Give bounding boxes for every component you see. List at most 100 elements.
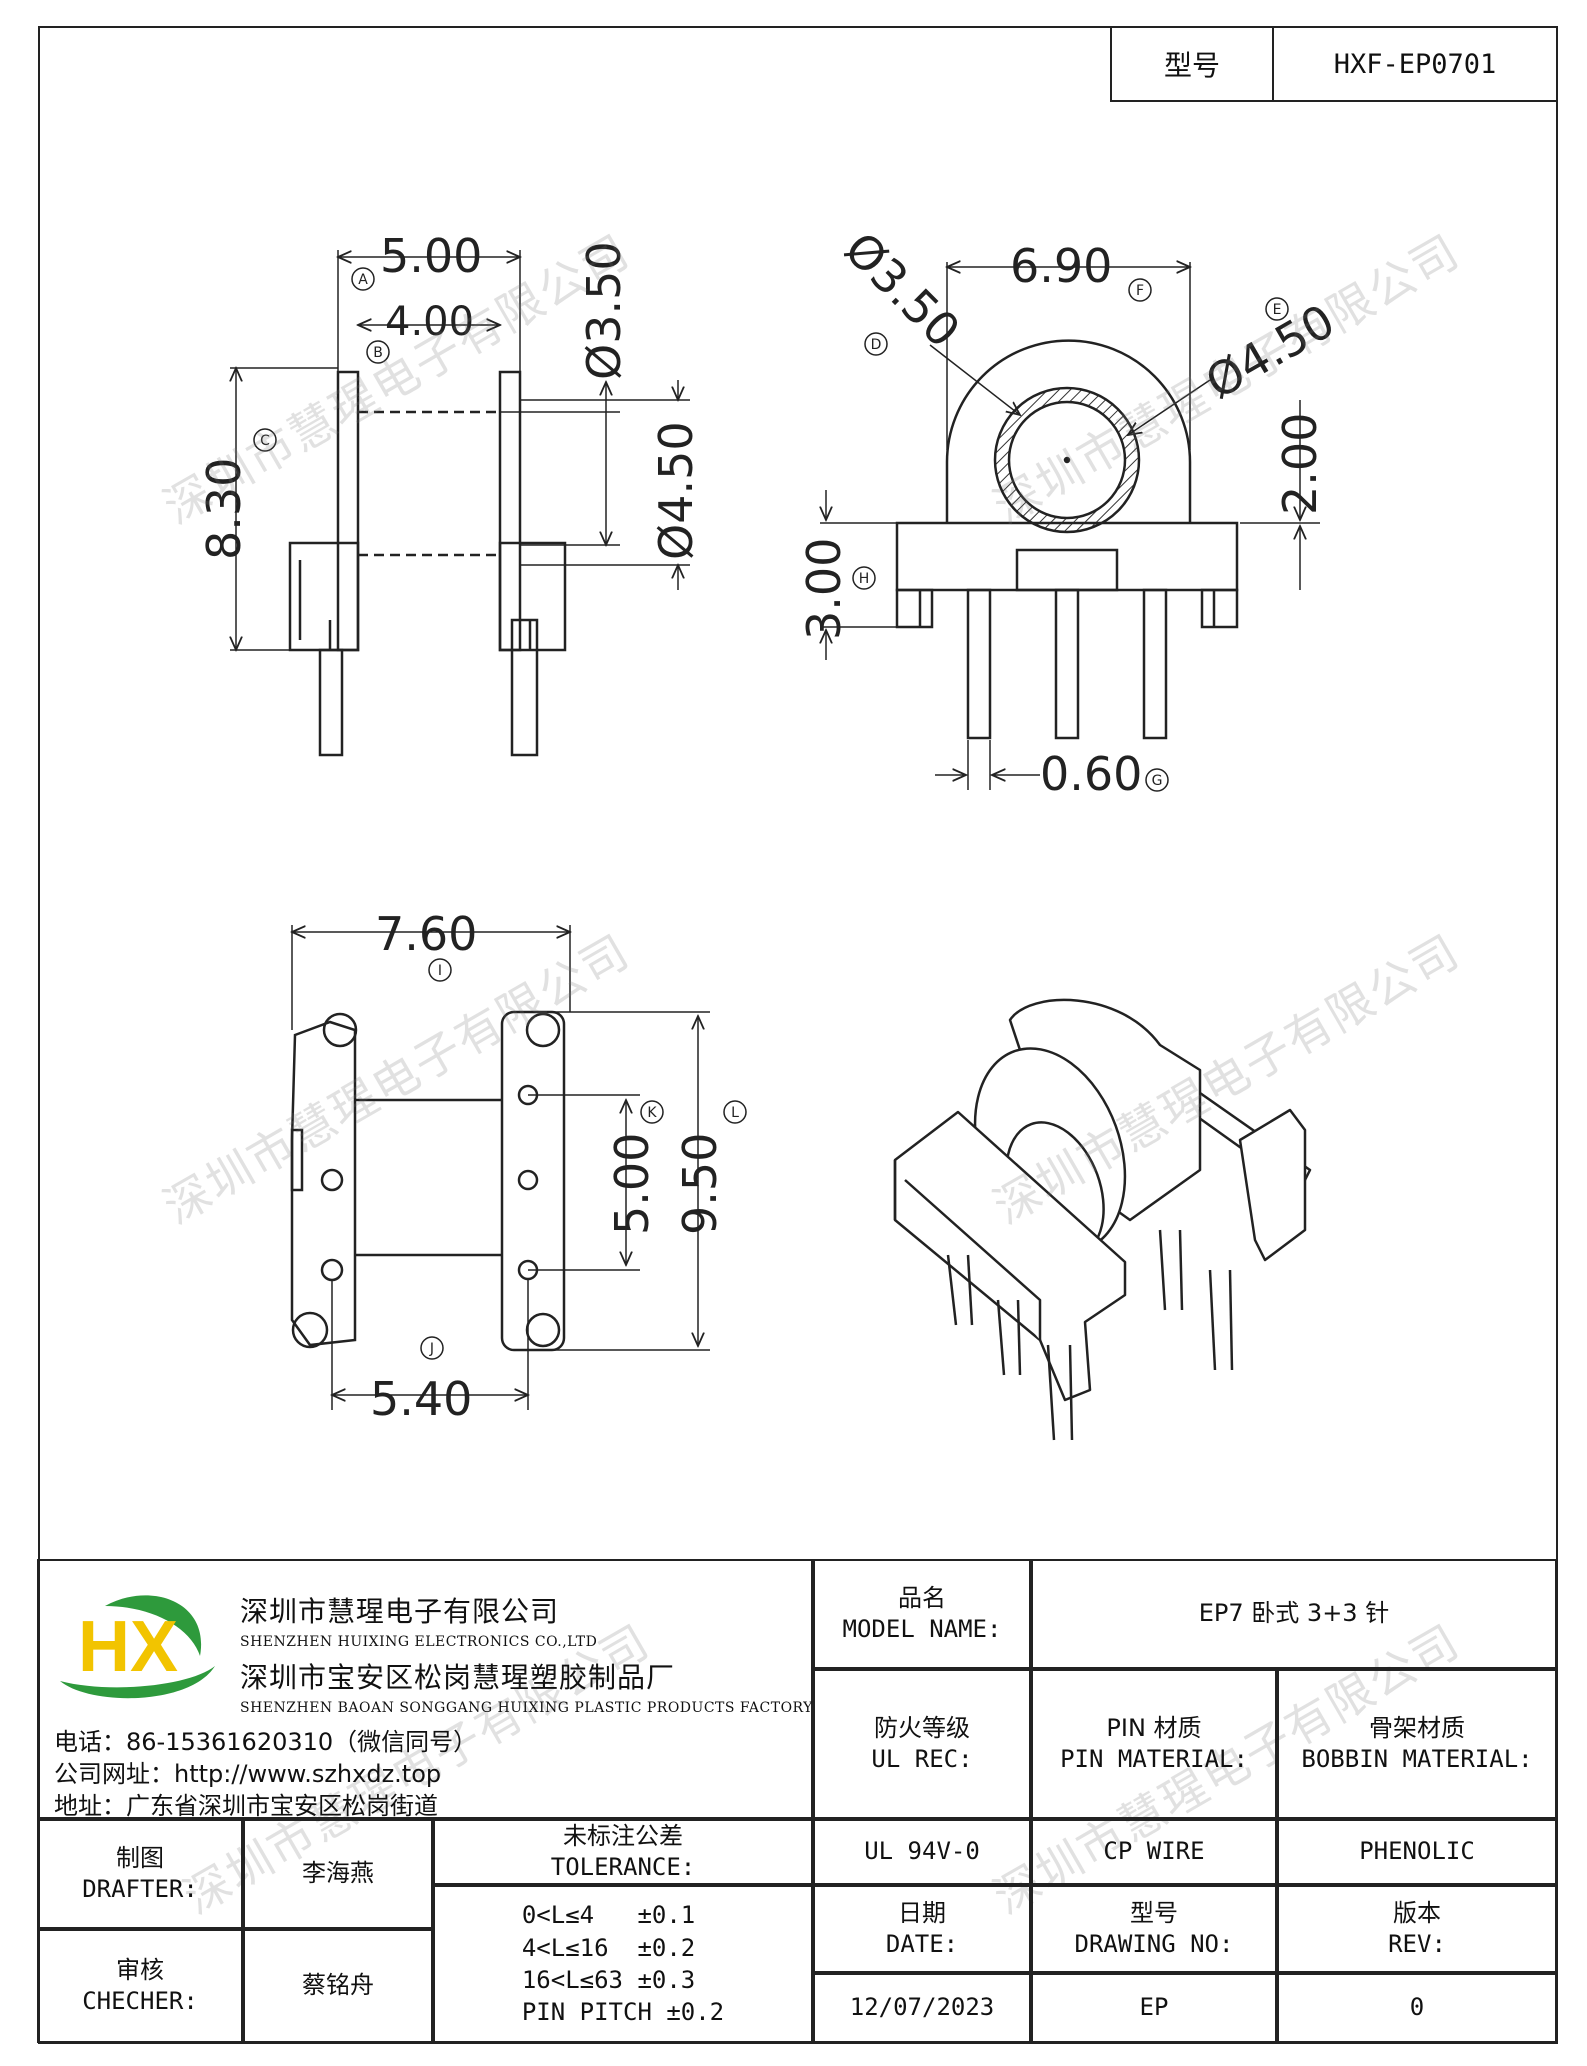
dim-phi-4-50-front: Ø4.50	[1197, 293, 1344, 409]
side-view	[230, 250, 690, 757]
dim-4-00: 4.00	[385, 299, 474, 345]
drawing-frame	[38, 26, 1558, 2044]
bobbin-material-value: PHENOLIC	[1359, 1837, 1475, 1866]
rev-value-cell: 0	[1277, 1973, 1557, 2043]
drawing-no-label-cn: 型号	[1130, 1898, 1178, 1927]
company-address: 地址：广东省深圳市宝安区松岗街道	[54, 1792, 438, 1820]
callout-h: H	[859, 571, 870, 587]
dim-phi-4-50: Ø4.50	[649, 421, 703, 560]
ul-rec-value-cell: UL 94V-0	[813, 1819, 1031, 1885]
dim-5-00: 5.00	[380, 229, 482, 283]
callout-l: L	[731, 1105, 739, 1121]
model-name-value-cell: EP7 卧式 3+3 针	[1031, 1559, 1557, 1669]
tolerance-row: 0<L≤4 ±0.1	[521, 1901, 696, 1930]
side-view-labels: 5.00 4.00 8.30 Ø3.50 Ø4.50	[197, 229, 703, 560]
callout-k: K	[647, 1105, 657, 1121]
company-phone: 电话：86-15361620310（微信同号）	[54, 1728, 478, 1756]
callout-g: G	[1152, 773, 1163, 789]
company-name-cn: 深圳市慧瑆电子有限公司	[240, 1595, 560, 1628]
dim-7-60: 7.60	[375, 907, 477, 961]
factory-name-en: SHENZHEN BAOAN SONGGANG HUIXING PLASTIC …	[240, 1700, 813, 1716]
tolerance-row: 4<L≤16 ±0.2	[521, 1933, 696, 1962]
dim-2-00: 2.00	[1273, 413, 1327, 515]
model-name-value: EP7 卧式 3+3 针	[1198, 1599, 1390, 1628]
company-cell	[37, 1559, 813, 1819]
rev-label-en: REV:	[1388, 1930, 1446, 1958]
date-label-en: DATE:	[885, 1930, 959, 1958]
dim-6-90: 6.90	[1010, 239, 1112, 293]
company-name-en: SHENZHEN HUIXING ELECTRONICS CO.,LTD	[240, 1634, 598, 1650]
model-name-label-cn: 品名	[898, 1583, 946, 1612]
dim-5-00-bottom: 5.00	[605, 1133, 659, 1235]
drafter-value-cell: 李海燕	[243, 1819, 433, 1929]
isometric-view	[893, 998, 1312, 1441]
model-name-label-cell: 品名 MODEL NAME:	[813, 1559, 1031, 1669]
bottom-view-callouts: I J K L	[420, 958, 747, 1360]
factory-name-cn: 深圳市宝安区松岗慧瑆塑胶制品厂	[240, 1661, 676, 1694]
rev-value: 0	[1409, 1993, 1425, 2022]
callout-f: F	[1136, 283, 1144, 299]
drawing-no-value: EP	[1139, 1993, 1169, 2022]
drawing-no-value-cell: EP	[1031, 1973, 1277, 2043]
drawing-no-label-cell: 型号 DRAWING NO:	[1031, 1885, 1277, 1973]
callout-i: I	[438, 963, 442, 979]
front-view-callouts: D E F G H	[852, 278, 1289, 792]
bobbin-material-label-en: BOBBIN MATERIAL:	[1301, 1745, 1533, 1773]
bottom-view	[292, 925, 710, 1410]
ul-rec-label-cn: 防火等级	[874, 1713, 970, 1742]
dim-phi-3-50-front: Ø3.50	[834, 222, 970, 358]
bobbin-material-value-cell: PHENOLIC	[1277, 1819, 1557, 1885]
dim-3-00: 3.00	[797, 538, 851, 640]
bobbin-material-label-cell: 骨架材质 BOBBIN MATERIAL:	[1277, 1669, 1557, 1819]
tolerance-label-cell: 未标注公差 TOLERANCE:	[433, 1819, 813, 1885]
technical-drawing: 5.00 4.00 8.30 Ø3.50 Ø4.50 A B C	[197, 222, 1344, 1441]
bottom-view-labels: 7.60 5.00 9.50 5.40	[370, 907, 727, 1426]
pin-material-value-cell: CP WIRE	[1031, 1819, 1277, 1885]
model-name-label-en: MODEL NAME:	[842, 1615, 1002, 1643]
callout-d: D	[871, 337, 882, 353]
bobbin-material-label-cn: 骨架材质	[1369, 1713, 1465, 1742]
drafter-label-en: DRAFTER:	[82, 1875, 198, 1903]
checker-label-en: CHECHER:	[82, 1987, 198, 2015]
pin-material-label-cn: PIN 材质	[1106, 1713, 1202, 1742]
ul-rec-label-cell: 防火等级 UL REC:	[813, 1669, 1031, 1819]
callout-j: J	[429, 1341, 434, 1357]
tolerance-list: 0<L≤4 ±0.1 4<L≤16 ±0.2 16<L≤63 ±0.3 PIN …	[522, 1899, 724, 2029]
drafter-label-cell: 制图 DRAFTER:	[37, 1819, 243, 1929]
date-label-cn: 日期	[898, 1898, 946, 1927]
checker-label-cell: 审核 CHECHER:	[37, 1929, 243, 2043]
dim-9-50: 9.50	[673, 1133, 727, 1235]
ul-rec-value: UL 94V-0	[864, 1837, 980, 1866]
model-number-value: HXF-EP0701	[1333, 48, 1497, 80]
company-info: HX 深圳市慧瑆电子有限公司 SHENZHEN HUIXING ELECTRON…	[40, 1562, 816, 1820]
callout-e: E	[1273, 302, 1282, 318]
date-value: 12/07/2023	[849, 1993, 995, 2022]
pin-material-value: CP WIRE	[1103, 1837, 1205, 1866]
callout-b: B	[373, 345, 383, 361]
dim-8-30: 8.30	[197, 458, 251, 560]
drafter-value: 李海燕	[302, 1859, 374, 1888]
rev-label-cn: 版本	[1393, 1898, 1441, 1927]
model-number-box: 型号 HXF-EP0701	[1110, 26, 1558, 102]
tolerance-values-cell: 0<L≤4 ±0.1 4<L≤16 ±0.2 16<L≤63 ±0.3 PIN …	[433, 1885, 813, 2043]
checker-value-cell: 蔡铭舟	[243, 1929, 433, 2043]
tolerance-label-cn: 未标注公差	[563, 1821, 683, 1850]
tolerance-row: 16<L≤63 ±0.3	[521, 1966, 696, 1994]
dim-phi-3-50: Ø3.50	[577, 241, 631, 380]
drawing-no-label-en: DRAWING NO:	[1074, 1930, 1234, 1958]
logo-letters: HX	[78, 1607, 178, 1687]
front-view	[820, 262, 1320, 790]
tolerance-label-en: TOLERANCE:	[550, 1853, 696, 1881]
rev-label-cell: 版本 REV:	[1277, 1885, 1557, 1973]
checker-label-cn: 审核	[116, 1955, 164, 1984]
drafter-label-cn: 制图	[116, 1843, 164, 1872]
tolerance-row: PIN PITCH ±0.2	[521, 1998, 725, 2027]
dim-5-40: 5.40	[370, 1372, 472, 1426]
model-number-label: 型号	[1112, 28, 1274, 100]
pin-material-label-cell: PIN 材质 PIN MATERIAL:	[1031, 1669, 1277, 1819]
checker-value: 蔡铭舟	[302, 1971, 374, 2000]
pin-material-label-en: PIN MATERIAL:	[1060, 1745, 1248, 1773]
callout-a: A	[358, 272, 368, 288]
side-view-callouts: A B C	[253, 267, 390, 452]
company-website: 公司网址：http://www.szhxdz.top	[54, 1760, 442, 1788]
